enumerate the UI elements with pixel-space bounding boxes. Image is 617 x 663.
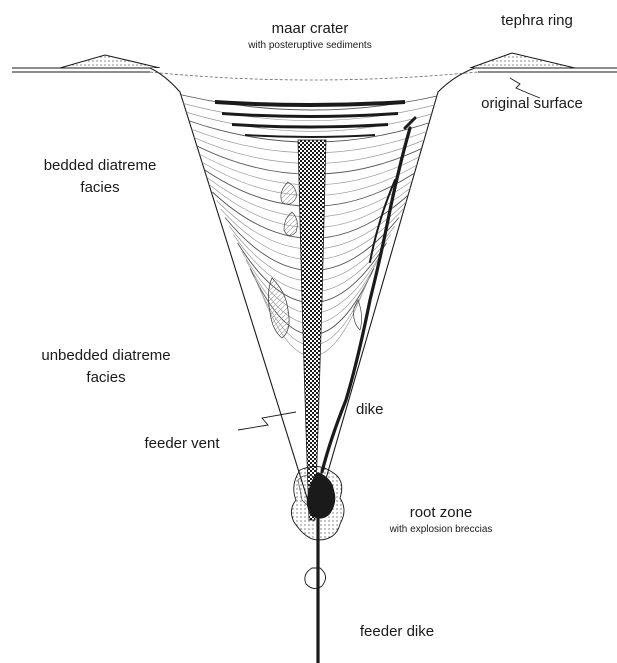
label-dike: dike (356, 401, 384, 418)
label-root-zone: root zone (410, 504, 473, 521)
tephra-ring-right (470, 53, 575, 68)
label-maar-crater: maar crater (272, 20, 349, 37)
label-maar-crater-sub: with posteruptive sediments (247, 40, 371, 51)
label-root-zone-sub: with explosion breccias (389, 524, 493, 535)
label-feeder-vent: feeder vent (144, 435, 220, 452)
label-unbedded-diatreme-facies: facies (86, 369, 125, 386)
label-feeder-dike: feeder dike (360, 623, 434, 640)
label-bedded-diatreme: bedded diatreme (44, 157, 157, 174)
label-original-surface: original surface (481, 95, 583, 112)
label-tephra-ring: tephra ring (501, 12, 573, 29)
label-unbedded-diatreme: unbedded diatreme (41, 347, 170, 364)
label-bedded-diatreme-facies: facies (80, 179, 119, 196)
tephra-ring-left (60, 55, 160, 68)
